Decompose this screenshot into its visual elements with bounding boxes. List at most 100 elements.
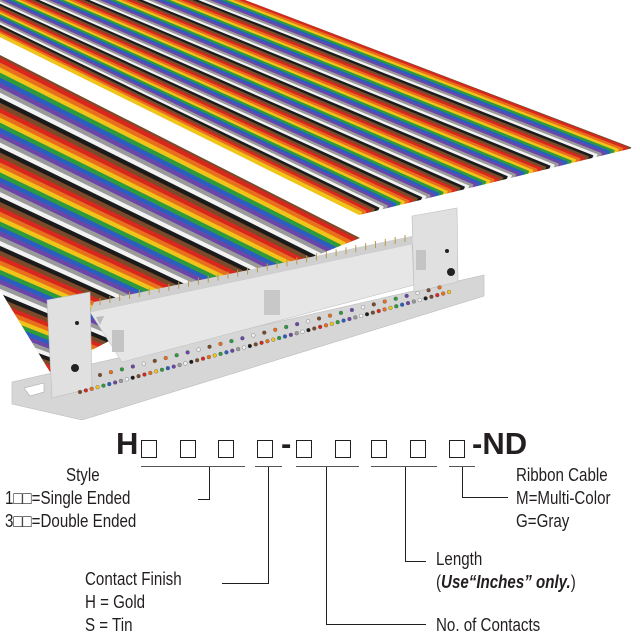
wire-end [247, 343, 252, 349]
wire-end [108, 370, 114, 375]
wire-end [97, 372, 103, 378]
wire-end [415, 291, 420, 296]
wire-end [393, 296, 398, 301]
style-title: Style [66, 465, 100, 485]
length-leader [405, 561, 426, 563]
paren: ) [570, 572, 576, 592]
wire-end [200, 356, 206, 361]
wire-end [277, 335, 282, 341]
wire-end [335, 320, 340, 325]
paren: ( [436, 572, 442, 592]
wire-end [171, 364, 176, 369]
wire [0, 84, 281, 277]
wire [0, 68, 296, 270]
ribbon-cable-option: G=Gray [516, 511, 570, 531]
style-legend: Style [66, 464, 100, 487]
wire-end [195, 358, 200, 363]
wire-end [130, 375, 135, 380]
wire-end [353, 315, 358, 320]
wire [0, 0, 363, 215]
wire [0, 293, 74, 365]
wire-end [316, 316, 322, 321]
wire-end [119, 367, 124, 372]
wire [0, 114, 251, 290]
ribbon-leader [462, 467, 464, 498]
wire-end [446, 289, 452, 295]
wire-end [370, 310, 375, 315]
wire-end [306, 319, 311, 324]
wire-end [253, 342, 258, 347]
wire [0, 55, 356, 245]
wire-end [142, 372, 147, 377]
wire [0, 171, 195, 313]
wire-end [196, 347, 201, 352]
wire-end [136, 374, 141, 379]
wire-end [323, 323, 329, 328]
finish-underline [255, 466, 282, 468]
contact-finish-legend: Contact Finish H = Gold S = Tin [85, 568, 182, 637]
code-box [218, 440, 234, 458]
wire [0, 120, 246, 292]
contact-finish-option: S = Tin [85, 615, 133, 635]
style-underline [141, 466, 245, 468]
wire-end [349, 307, 354, 313]
part-number-prefix: H [116, 426, 139, 461]
wire-end [382, 307, 387, 312]
wire-end [212, 353, 217, 358]
wire [0, 89, 276, 279]
wire-end [435, 293, 440, 298]
wire [0, 55, 341, 251]
finish-leader [222, 583, 269, 585]
wire [0, 58, 306, 266]
wire-end [189, 359, 194, 364]
wire [0, 298, 69, 367]
code-box [296, 440, 312, 458]
ribbon-cable-legend: Ribbon Cable M=Multi-Color G=Gray [516, 464, 611, 533]
wire-end [236, 347, 241, 352]
wire [0, 55, 346, 249]
contacts-legend: No. of Contacts [436, 614, 540, 637]
style-leader [209, 467, 211, 500]
ribbon-underline [449, 466, 475, 468]
code-box [410, 440, 426, 458]
wire-end [159, 367, 165, 372]
wire-end [295, 322, 300, 327]
wire-end [318, 324, 323, 329]
contacts-title: No. of Contacts [436, 615, 541, 635]
ribbon-cable-title: Ribbon Cable [516, 465, 608, 485]
wire-end [229, 339, 234, 344]
wire [0, 79, 286, 275]
wire [0, 63, 301, 268]
wire [0, 55, 326, 258]
length-title: Length [436, 549, 483, 569]
style-option: 1□□=Single Ended [5, 488, 131, 508]
code-box [180, 440, 196, 458]
part-number-dash: - [281, 426, 292, 461]
ribbon-leader [462, 497, 508, 499]
wire-end [437, 285, 442, 290]
code-box [449, 440, 465, 458]
wire [0, 130, 236, 296]
wire-end [426, 288, 431, 293]
wire [0, 55, 360, 243]
contact-finish-title: Contact Finish [85, 569, 182, 589]
upper-ribbon-cable [0, 0, 632, 215]
wire [0, 55, 331, 255]
wire-end [165, 366, 170, 371]
wire-end [154, 369, 159, 374]
wire-end [240, 336, 245, 341]
wire-end [185, 350, 190, 355]
wire [0, 109, 256, 288]
wire-end [284, 324, 289, 330]
wire-end [177, 362, 182, 368]
wire [0, 181, 185, 318]
wire [0, 74, 291, 273]
wire-end [417, 297, 422, 302]
code-box [257, 440, 273, 458]
wire-end [376, 308, 381, 314]
wire [0, 135, 231, 298]
wire-end [347, 316, 352, 322]
contact-finish-option: H = Gold [85, 592, 146, 612]
wire-end [124, 377, 129, 382]
wire-end [89, 386, 94, 391]
